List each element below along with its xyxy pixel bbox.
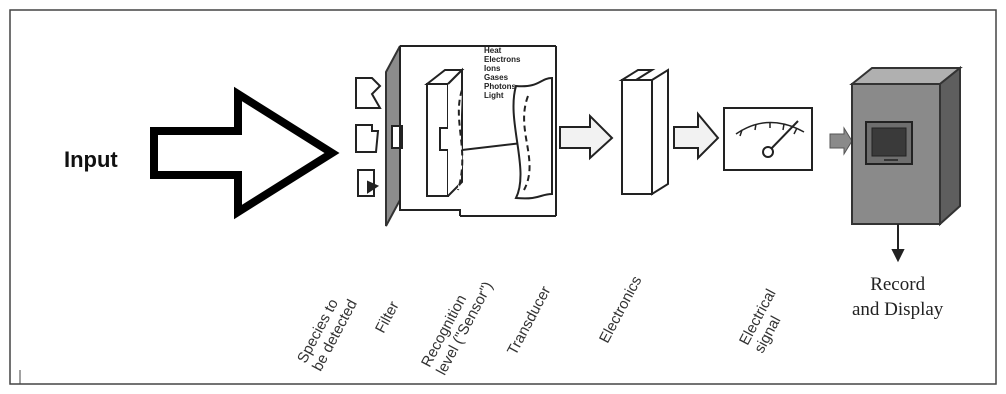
output-arrow bbox=[891, 224, 905, 263]
energy-item: Electrons bbox=[484, 55, 521, 64]
record-line-2: and Display bbox=[852, 299, 944, 320]
energy-item: Heat bbox=[484, 46, 502, 55]
energy-item: Photons bbox=[484, 82, 516, 91]
flow-arrow-3 bbox=[829, 126, 853, 156]
energy-item: Light bbox=[484, 91, 504, 100]
record-device bbox=[849, 65, 963, 227]
energy-list: Heat Electrons Ions Gases Photons Light bbox=[484, 46, 520, 100]
diagram-border bbox=[9, 9, 997, 385]
species-shape-3-notch bbox=[367, 180, 380, 194]
record-display-label: Record and Display bbox=[852, 272, 943, 322]
meter bbox=[723, 107, 813, 171]
flow-arrow-1 bbox=[559, 113, 614, 161]
energy-item: Ions bbox=[484, 64, 501, 73]
recognition-element bbox=[424, 67, 465, 197]
species-shape-2 bbox=[355, 124, 380, 153]
input-arrow bbox=[150, 86, 340, 220]
sensor-box bbox=[399, 45, 557, 217]
flow-arrow-2 bbox=[673, 111, 720, 161]
species-symbols bbox=[355, 77, 382, 197]
input-label: Input bbox=[64, 147, 118, 172]
species-shape-1 bbox=[355, 77, 382, 109]
monitor-icon bbox=[865, 121, 913, 165]
electronics-block bbox=[618, 68, 669, 196]
energy-item: Gases bbox=[484, 73, 509, 82]
transducer-element bbox=[512, 76, 553, 200]
record-line-1: Record bbox=[870, 274, 926, 295]
